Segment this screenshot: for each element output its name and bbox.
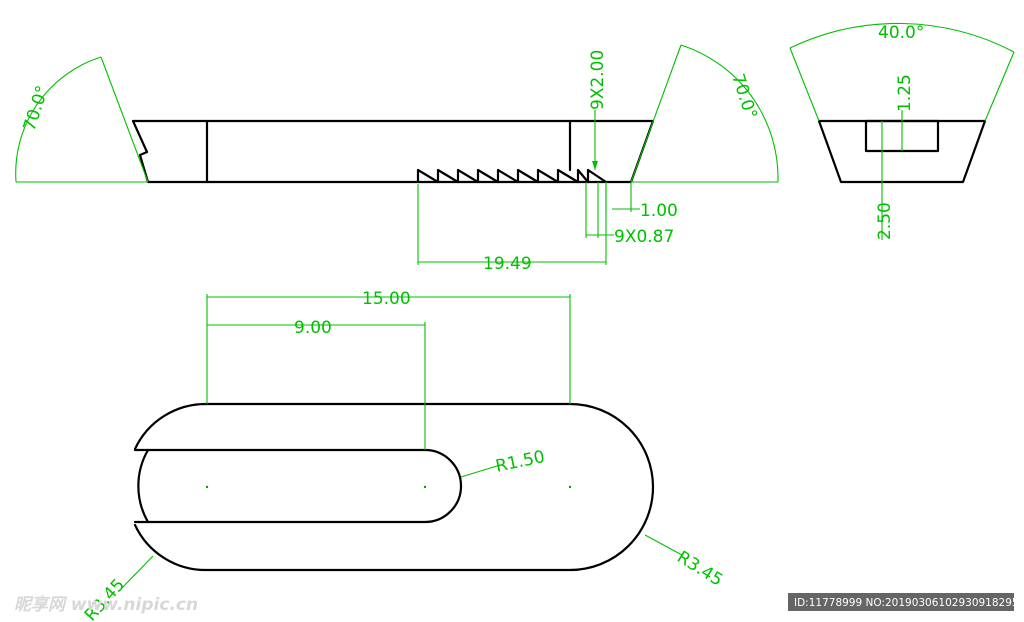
watermark-left: 昵享网 www.nipic.cn [14, 595, 198, 615]
top-view-slot-inner [137, 448, 150, 524]
offset-label: 1.00 [640, 201, 678, 221]
angle-left-ext1 [100, 56, 149, 183]
angle-left-arc [15, 56, 102, 183]
thread-teeth [416, 168, 608, 184]
depth-top-label: 1.25 [895, 74, 915, 112]
front-view: 70.0° 70.0° 9X2.00 1.00 9X0.87 19.49 [15, 44, 779, 274]
angle-end-arc [789, 22, 1015, 53]
angle-left-label: 70.0° [20, 83, 53, 133]
front-view-outline [131, 119, 655, 184]
angle-right-arc [680, 44, 779, 183]
thread-length-label: 19.49 [483, 254, 532, 274]
angle-end-label: 40.0° [878, 23, 924, 43]
center-mark-3 [568, 485, 572, 489]
watermark-right: ID:11778999 NO:20190306102930918295 [794, 597, 1019, 609]
top-view-outline-left [133, 402, 209, 451]
slot-radius-leader [460, 464, 501, 478]
end-radius-leader [644, 534, 683, 556]
top-view-slot [133, 448, 463, 524]
depth-bottom-label: 2.50 [875, 202, 895, 240]
end-radius-label: R3.45 [673, 547, 726, 590]
angle-end-ext1 [789, 47, 820, 122]
slot-radius-label: R1.50 [494, 447, 547, 477]
slot-length-label: 9.00 [294, 318, 332, 338]
top-view: 15.00 9.00 R1.50 R3.45 R3.45 [81, 289, 726, 622]
center-mark-2 [423, 485, 427, 489]
center-mark-1 [205, 485, 209, 489]
watermark-right-bg [788, 593, 1014, 611]
end-view: 40.0° 1.25 2.50 [789, 22, 1015, 240]
top-view-outline [133, 402, 655, 572]
angle-right-label: 70.0° [727, 71, 760, 121]
pitch-bottom-label: 9X0.87 [614, 227, 674, 247]
overall-length-label: 15.00 [362, 289, 411, 309]
pitch-top-arrow [592, 161, 598, 170]
angle-end-ext2 [984, 51, 1015, 122]
angle-right-ext1 [630, 44, 682, 183]
lower-left-radius-leader [119, 555, 154, 591]
pitch-top-label: 9X2.00 [588, 50, 608, 110]
